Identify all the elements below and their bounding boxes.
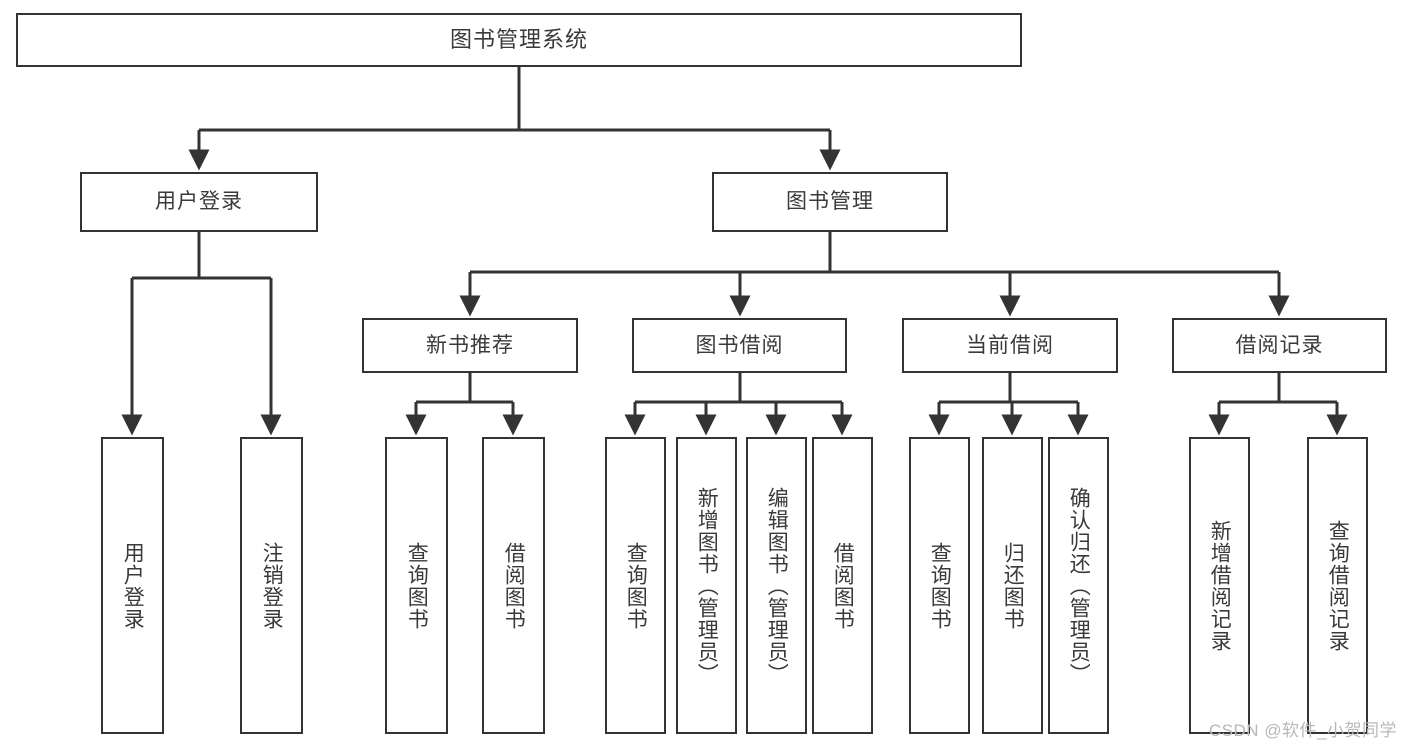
leaf-add-borrow-record[interactable]: 新增借阅记录: [1189, 437, 1250, 734]
node-new-book-recommend[interactable]: 新书推荐: [362, 318, 578, 373]
leaf-query-book-current-label: 查询图书: [928, 541, 952, 630]
node-book-management[interactable]: 图书管理: [712, 172, 948, 232]
leaf-return-book[interactable]: 归还图书: [982, 437, 1043, 734]
node-user-login-label: 用户登录: [155, 190, 243, 214]
leaf-query-borrow-record-label: 查询借阅记录: [1326, 519, 1350, 652]
node-borrow-records[interactable]: 借阅记录: [1172, 318, 1387, 373]
leaf-borrow-book-newbook-label: 借阅图书: [502, 541, 526, 630]
leaf-user-login[interactable]: 用户登录: [101, 437, 164, 734]
leaf-confirm-return-admin-label: 确认归还（管理员）: [1067, 486, 1091, 685]
node-book-management-label: 图书管理: [786, 190, 874, 214]
leaf-add-book-admin[interactable]: 新增图书（管理员）: [676, 437, 737, 734]
leaf-query-book-borrow-label: 查询图书: [624, 541, 648, 630]
node-new-book-recommend-label: 新书推荐: [426, 333, 514, 357]
leaf-borrow-book-label: 借阅图书: [831, 541, 855, 630]
leaf-confirm-return-admin[interactable]: 确认归还（管理员）: [1048, 437, 1109, 734]
leaf-borrow-book-newbook[interactable]: 借阅图书: [482, 437, 545, 734]
csdn-watermark: CSDN @软件_小贺同学: [1208, 721, 1397, 740]
leaf-add-book-admin-label: 新增图书（管理员）: [695, 486, 719, 685]
leaf-borrow-book[interactable]: 借阅图书: [812, 437, 873, 734]
node-user-login[interactable]: 用户登录: [80, 172, 318, 232]
node-book-borrow[interactable]: 图书借阅: [632, 318, 847, 373]
node-current-borrow-label: 当前借阅: [966, 333, 1054, 357]
leaf-edit-book-admin-label: 编辑图书（管理员）: [765, 486, 789, 685]
node-current-borrow[interactable]: 当前借阅: [902, 318, 1118, 373]
leaf-logout[interactable]: 注销登录: [240, 437, 303, 734]
node-root[interactable]: 图书管理系统: [16, 13, 1022, 67]
leaf-user-login-label: 用户登录: [121, 541, 145, 630]
leaf-return-book-label: 归还图书: [1001, 541, 1025, 630]
node-book-borrow-label: 图书借阅: [695, 333, 784, 357]
leaf-query-book-newbook[interactable]: 查询图书: [385, 437, 448, 734]
leaf-logout-label: 注销登录: [260, 541, 284, 630]
leaf-query-book-borrow[interactable]: 查询图书: [605, 437, 666, 734]
leaf-query-book-current[interactable]: 查询图书: [909, 437, 970, 734]
node-borrow-records-label: 借阅记录: [1235, 333, 1324, 357]
leaf-query-borrow-record[interactable]: 查询借阅记录: [1307, 437, 1368, 734]
leaf-edit-book-admin[interactable]: 编辑图书（管理员）: [746, 437, 807, 734]
node-root-label: 图书管理系统: [449, 26, 588, 52]
leaf-add-borrow-record-label: 新增借阅记录: [1208, 519, 1232, 652]
leaf-query-book-newbook-label: 查询图书: [405, 541, 429, 630]
